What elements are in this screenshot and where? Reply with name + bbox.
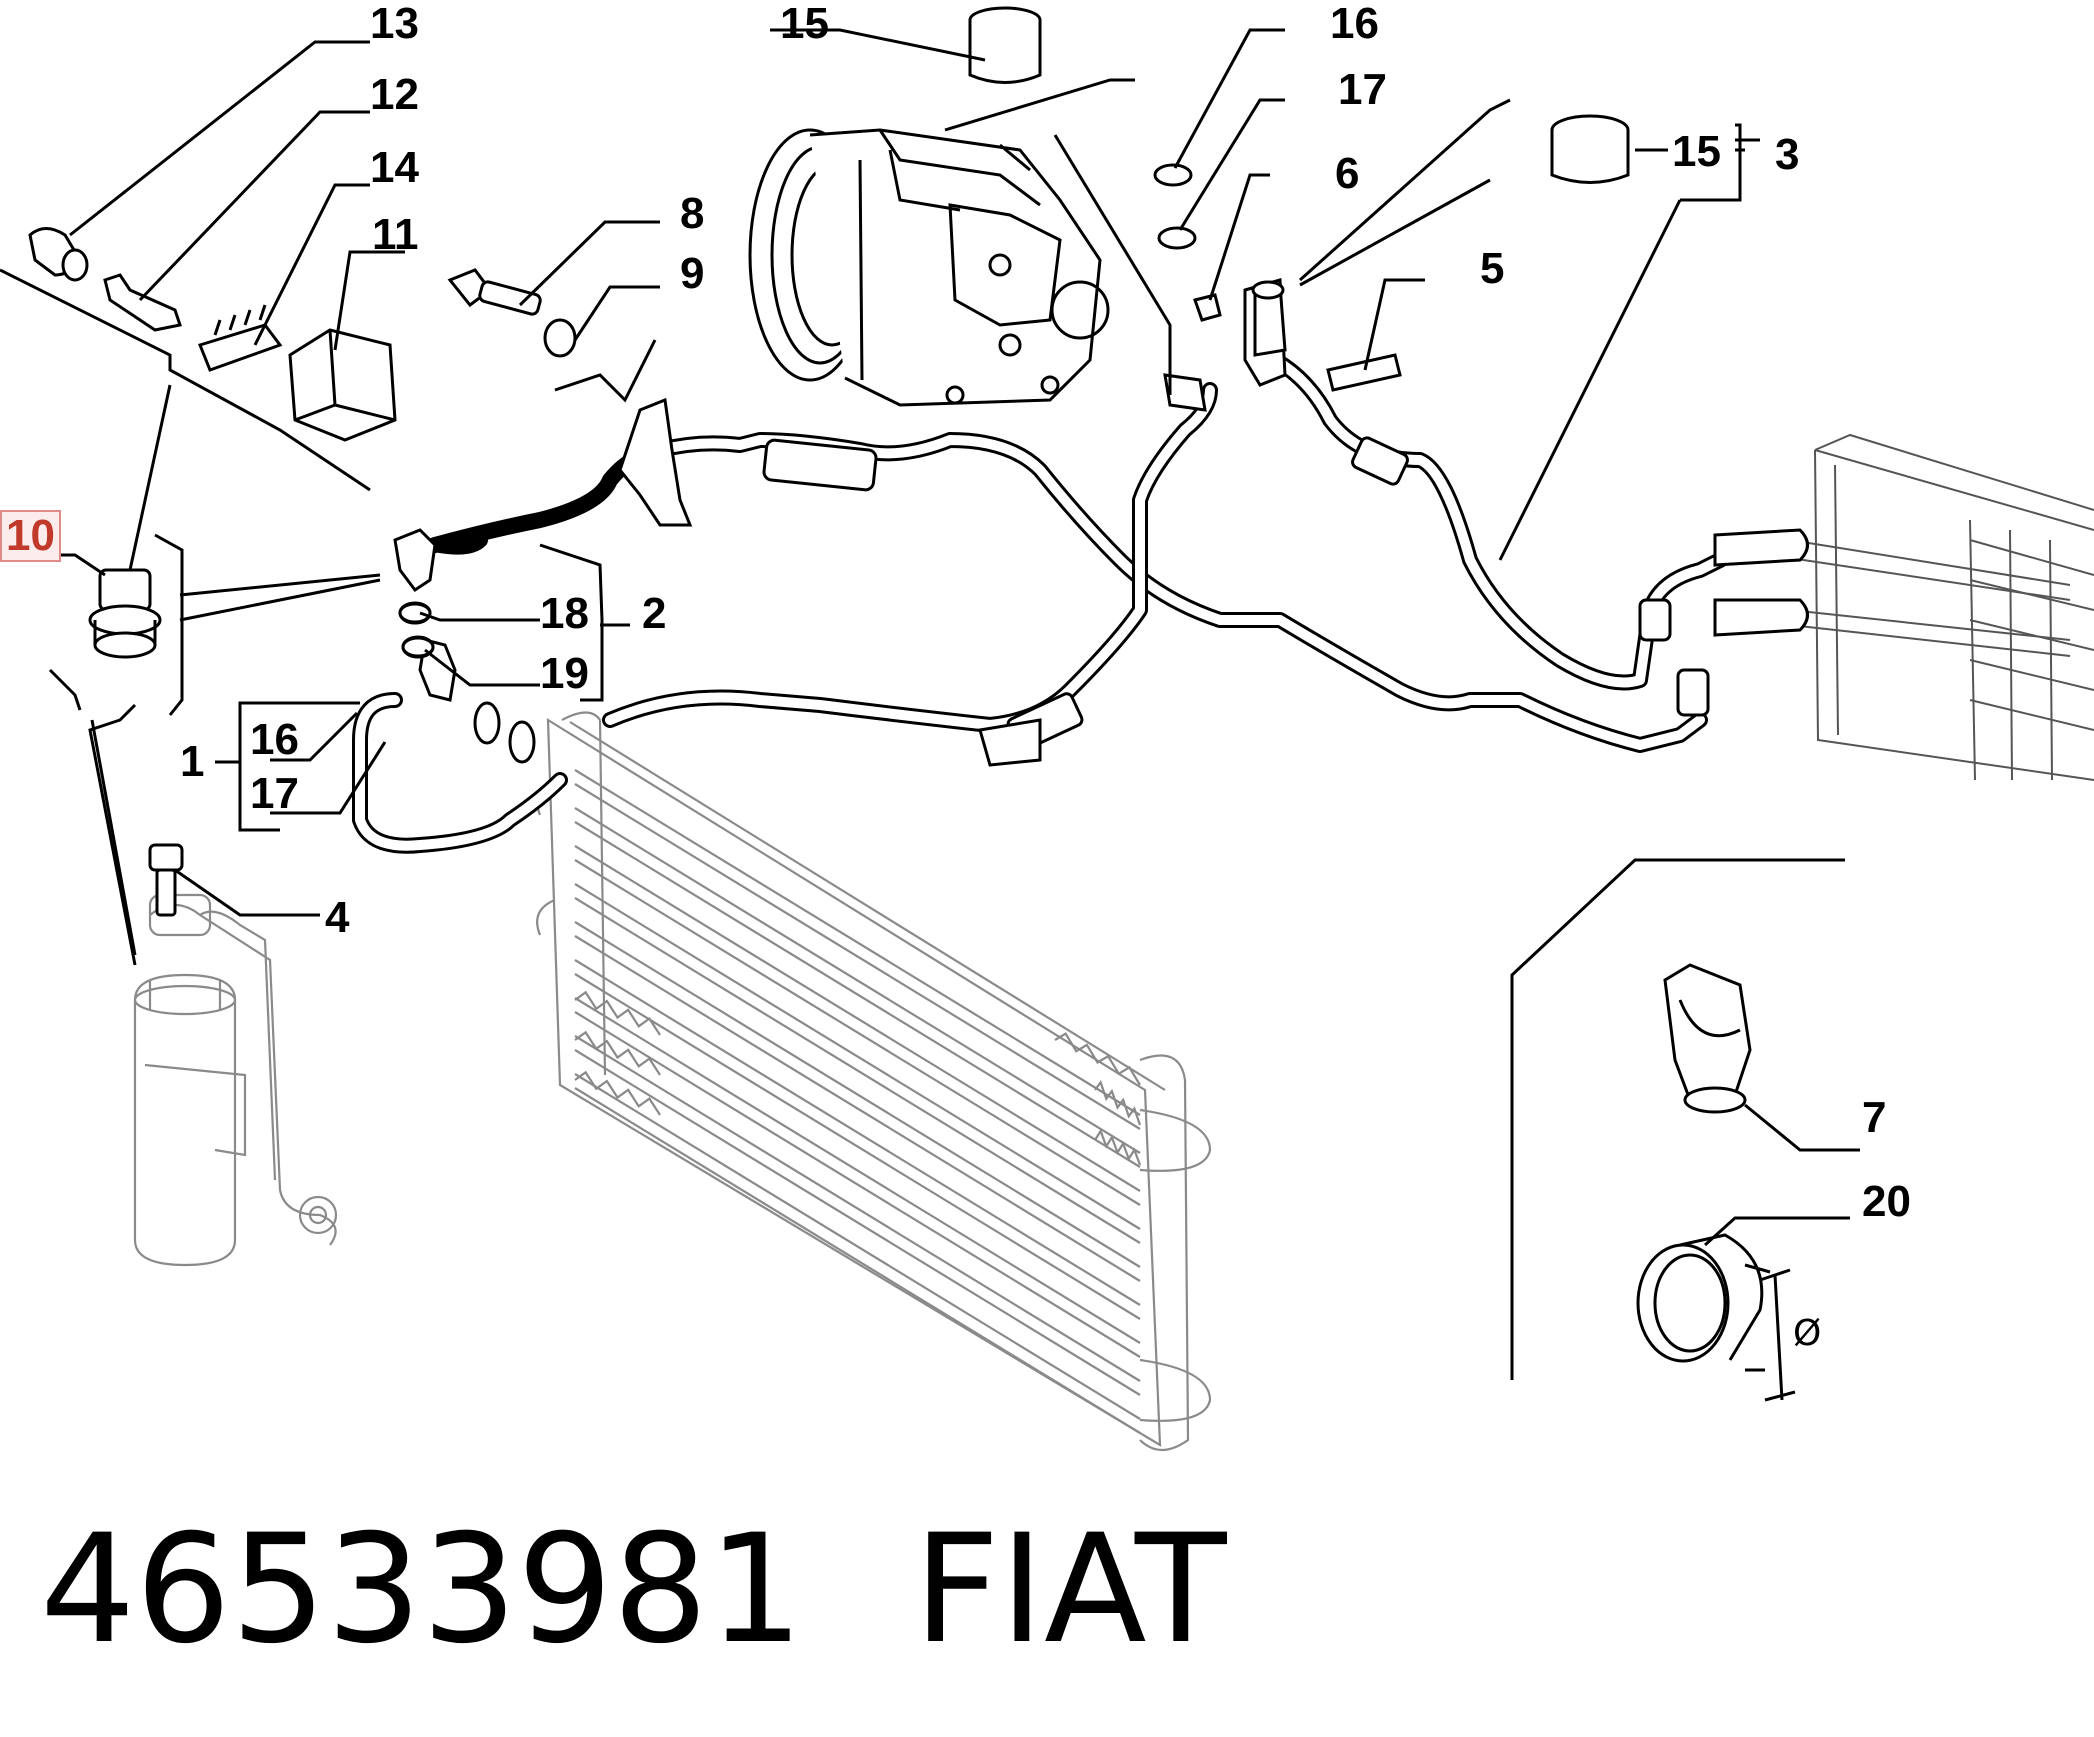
small-parts [28,6,1764,1363]
callout-10[interactable]: 10 [0,510,61,562]
part-number: 46533981 [40,1503,804,1677]
leader-lines [0,28,1860,1402]
callout-4: 4 [325,893,350,942]
callout-6: 6 [1335,149,1360,198]
callout-11: 11 [372,210,419,259]
callout-17-top: 17 [1338,65,1387,114]
callout-16-left: 16 [250,715,299,764]
callout-20: 20 [1862,1177,1911,1226]
callout-14: 14 [370,143,419,192]
callout-12: 12 [370,70,419,119]
callout-2: 2 [642,589,667,638]
diameter-symbol: Ø [1793,1313,1821,1354]
callout-15-right: 15 [1672,127,1721,176]
callout-17-left: 17 [250,769,299,818]
receiver-drier [133,893,338,1267]
evaporator [1789,433,2094,781]
callout-7: 7 [1862,1093,1887,1142]
callout-18: 18 [540,589,589,638]
callout-3: 3 [1775,130,1800,179]
callout-15-top: 15 [780,0,829,48]
hose-fittings [393,397,1809,764]
compressor [748,128,1110,407]
callout-19: 19 [540,649,589,698]
callout-13: 13 [370,0,419,48]
callout-16-top: 16 [1330,0,1379,48]
callout-5: 5 [1480,244,1505,293]
callout-9: 9 [680,249,705,298]
callout-1: 1 [180,737,205,786]
brand-name: FIAT [913,1503,1227,1677]
condenser [536,711,1212,1452]
callout-8: 8 [680,189,705,238]
